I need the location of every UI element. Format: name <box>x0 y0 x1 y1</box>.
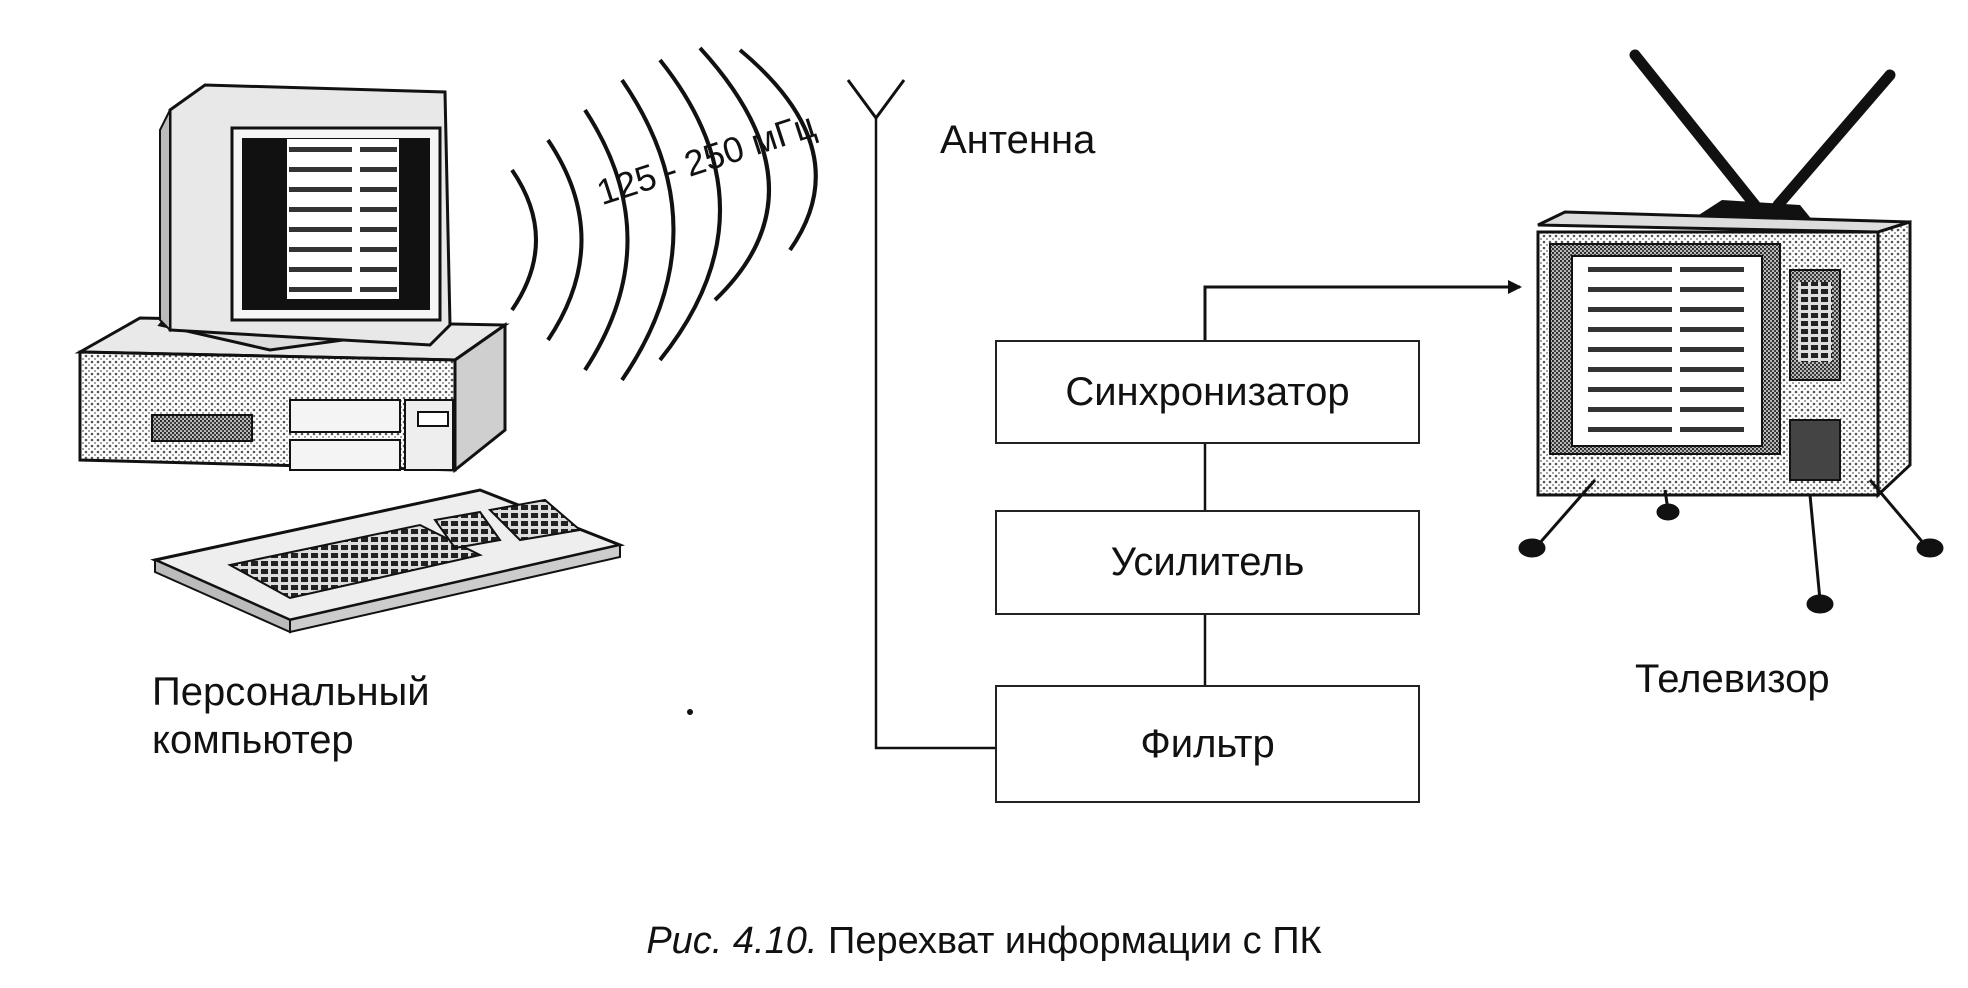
antenna-symbol <box>846 79 906 119</box>
keyboard <box>150 488 626 634</box>
synchronizer-block: Синхронизатор <box>995 340 1420 444</box>
output-arrow <box>1203 280 1522 340</box>
antenna-label: Антенна <box>940 118 1096 162</box>
filter-label: Фильтр <box>1140 721 1275 766</box>
filter-block: Фильтр <box>995 685 1420 803</box>
tv-legs <box>1518 479 1944 614</box>
pc-label-line2: компьютер <box>152 718 354 762</box>
tv-label: Телевизор <box>1635 657 1830 701</box>
print-speck <box>687 709 693 715</box>
figure-number: Рис. 4.10. <box>646 920 818 962</box>
monitor <box>157 83 452 352</box>
amplifier-block: Усилитель <box>995 510 1420 615</box>
tv-antenna <box>1629 49 1896 232</box>
connection-lines <box>874 118 1207 750</box>
system-unit <box>74 316 510 474</box>
figure-caption-text: Перехват информации с ПК <box>828 920 1322 962</box>
figure-caption: Рис. 4.10. Перехват информации с ПК <box>0 920 1968 963</box>
synchronizer-label: Синхронизатор <box>1065 369 1350 414</box>
radio-waves <box>510 46 818 382</box>
television-illustration <box>1518 49 1944 614</box>
personal-computer-illustration <box>74 83 626 634</box>
amplifier-label: Усилитель <box>1110 540 1305 584</box>
pc-label-line1: Персональный <box>152 670 430 714</box>
